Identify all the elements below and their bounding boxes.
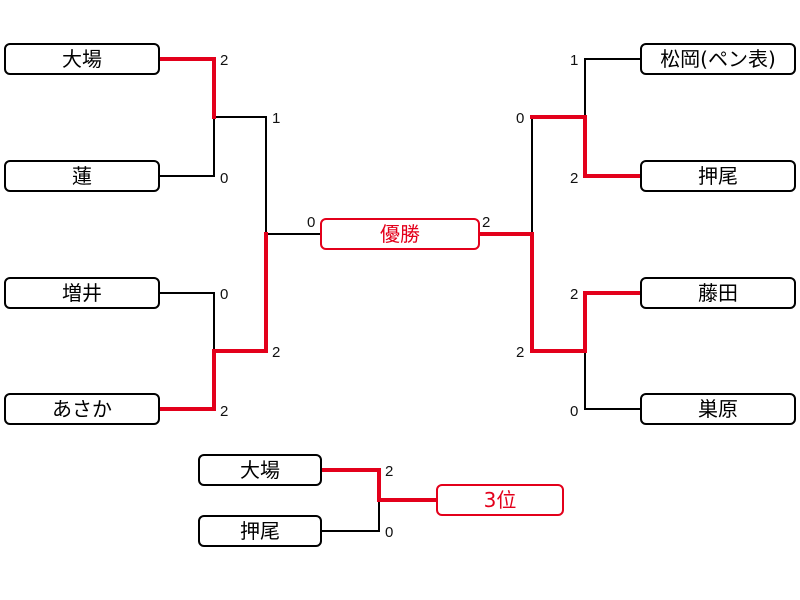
player-box-right-2: 押尾	[640, 160, 796, 192]
score-oshio-r1: 2	[570, 170, 579, 187]
score-subara-r1: 0	[570, 403, 579, 420]
score-fujita-r1: 2	[570, 286, 579, 303]
third-place-result-box: 3位	[436, 484, 564, 516]
score-right-sf-top: 0	[516, 110, 525, 127]
player-name: 大場	[240, 458, 280, 482]
third-place-box-1: 大場	[198, 454, 322, 486]
player-box-left-1: 大場	[4, 43, 160, 75]
player-box-left-2: 蓮	[4, 160, 160, 192]
player-name: 蓮	[72, 164, 92, 188]
player-box-right-1: 松岡(ペン表)	[640, 43, 796, 75]
line-oshio-win	[530, 115, 642, 178]
score-right-sf-bottom: 2	[516, 344, 525, 361]
line-subara	[584, 350, 641, 410]
line-ren	[159, 116, 215, 177]
line-third-oshio	[321, 499, 380, 532]
score-third-2: 0	[385, 524, 394, 541]
score-left-sf-bottom: 2	[272, 344, 281, 361]
line-third-ooba-win	[320, 468, 438, 502]
player-box-right-3: 藤田	[640, 277, 796, 309]
player-name: 押尾	[698, 164, 738, 188]
line-masui	[159, 292, 215, 352]
champion-label: 優勝	[380, 222, 420, 246]
score-final-right: 2	[482, 214, 491, 231]
player-name: 藤田	[698, 281, 738, 305]
score-ooba-r1: 2	[220, 52, 229, 69]
score-masui-r1: 0	[220, 286, 229, 303]
player-box-left-4: あさか	[4, 393, 160, 425]
line-asaka-win	[158, 232, 268, 411]
player-box-left-3: 増井	[4, 277, 160, 309]
player-name: あさか	[52, 397, 112, 421]
player-box-right-4: 巣原	[640, 393, 796, 425]
score-ren-r1: 0	[220, 170, 229, 187]
player-name: 巣原	[698, 397, 738, 421]
score-asaka-r1: 2	[220, 403, 229, 420]
player-name: 松岡(ペン表)	[660, 47, 776, 71]
line-fujita-win	[478, 232, 642, 353]
score-third-1: 2	[385, 463, 394, 480]
score-matsuoka-r1: 1	[570, 52, 579, 69]
player-name: 大場	[62, 47, 102, 71]
line-matsuoka	[584, 58, 641, 118]
score-final-left: 0	[307, 214, 316, 231]
score-left-sf-top: 1	[272, 110, 281, 127]
player-name: 増井	[62, 281, 102, 305]
third-place-box-2: 押尾	[198, 515, 322, 547]
line-ooba-win	[158, 57, 216, 119]
champion-box: 優勝	[320, 218, 480, 250]
player-name: 押尾	[240, 519, 280, 543]
third-place-label: 3位	[483, 488, 517, 512]
line-left-sf-top	[213, 116, 267, 235]
